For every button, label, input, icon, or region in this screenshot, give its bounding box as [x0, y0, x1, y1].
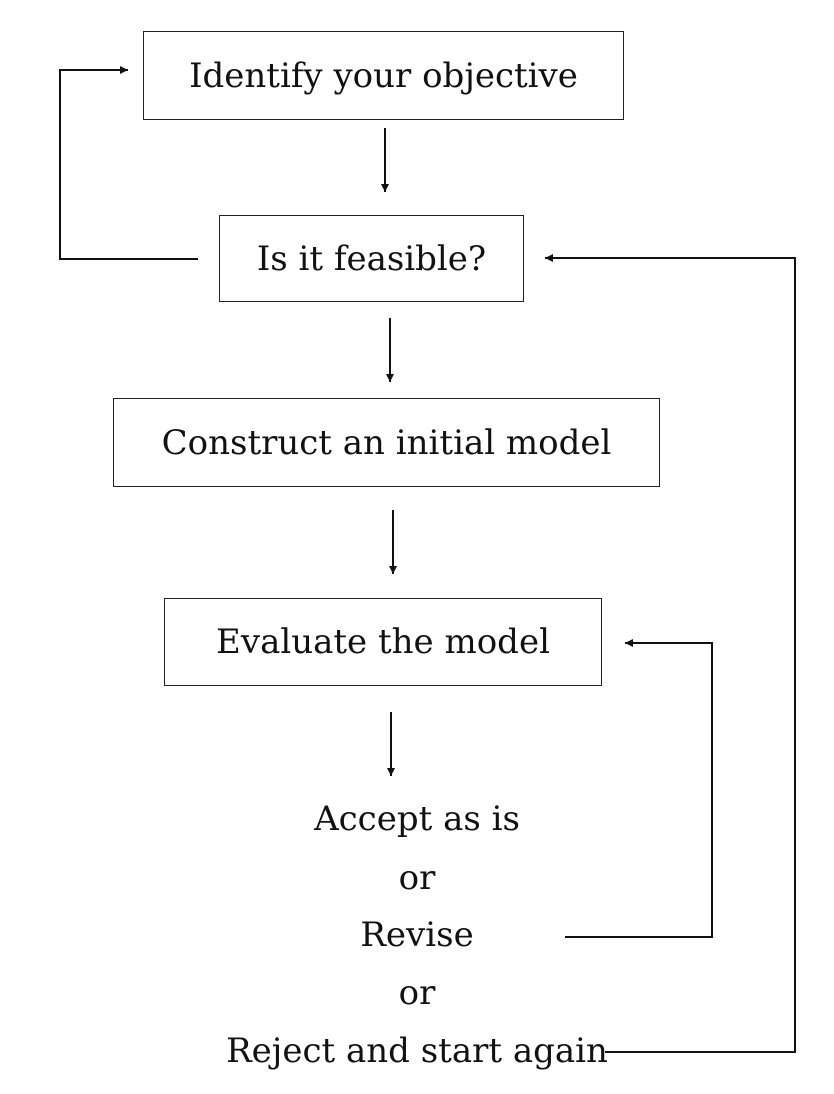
option-revise: Revise	[0, 918, 834, 952]
option-reject: Reject and start again	[0, 1034, 834, 1068]
option-or-1: or	[0, 861, 834, 895]
step-identify-objective-label: Identify your objective	[189, 55, 578, 96]
option-revise-label: Revise	[360, 915, 474, 955]
loop-revise-to-evaluate	[565, 639, 713, 938]
option-accept-label: Accept as is	[314, 799, 520, 839]
option-reject-label: Reject and start again	[226, 1031, 608, 1071]
step-is-feasible: Is it feasible?	[219, 215, 524, 302]
option-or-2: or	[0, 976, 834, 1010]
option-or-1-label: or	[398, 858, 436, 898]
option-or-2-label: or	[398, 973, 436, 1013]
step-construct-model: Construct an initial model	[113, 398, 660, 487]
option-accept: Accept as is	[0, 802, 834, 836]
step-is-feasible-label: Is it feasible?	[256, 238, 487, 279]
step-identify-objective: Identify your objective	[143, 31, 624, 120]
step-evaluate-model: Evaluate the model	[164, 598, 602, 686]
loop-feasible-to-objective	[59, 66, 198, 260]
step-evaluate-model-label: Evaluate the model	[216, 622, 550, 662]
loop-reject-to-feasible	[545, 254, 796, 1053]
step-construct-model-label: Construct an initial model	[161, 422, 612, 463]
